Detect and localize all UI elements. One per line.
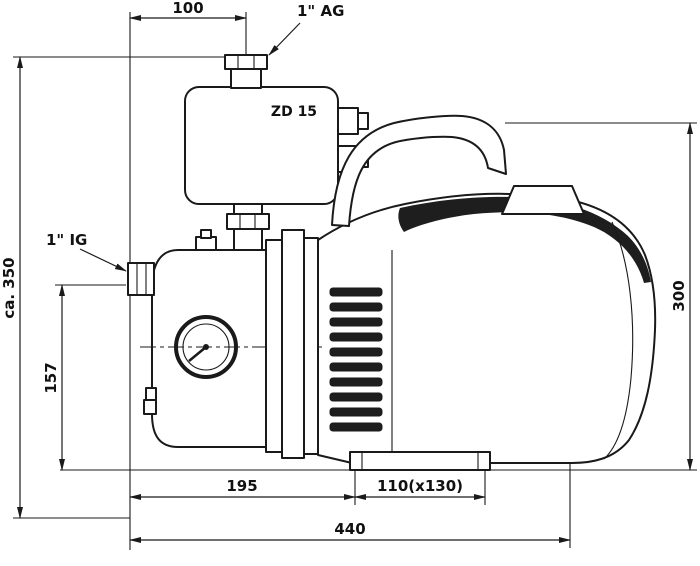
- motor-rear-seam: [603, 221, 634, 460]
- motor-assembly: [317, 185, 657, 471]
- port-label-ag: 1" AG: [297, 2, 344, 20]
- switch-down-pipe: [226, 199, 270, 253]
- dim-label-440: 440: [334, 520, 365, 538]
- gauge-needle: [188, 346, 207, 362]
- pump-head: [127, 229, 322, 448]
- port-label-ig: 1" IG: [46, 231, 87, 249]
- dim-label-110: 110(x130): [377, 477, 463, 495]
- leader-line-ag-port: [268, 22, 301, 56]
- down-pipe-nut: [226, 213, 270, 230]
- carry-handle: [331, 114, 507, 227]
- terminal-cap: [501, 185, 585, 215]
- leader-line-ig-port: [79, 248, 127, 272]
- pump-drawing: ZD 15: [127, 54, 657, 471]
- pressure-switch: ZD 15: [184, 54, 369, 205]
- switch-model-label: ZD 15: [271, 104, 317, 120]
- dim-label-100: 100: [172, 0, 203, 17]
- motor-body: [317, 192, 657, 464]
- dim-label-ca350: ca. 350: [0, 257, 18, 318]
- priming-plug: [195, 236, 217, 252]
- flange-assembly: [265, 229, 319, 459]
- top-port-hex: [224, 54, 268, 70]
- dim-label-300: 300: [670, 280, 688, 311]
- drain-plug: [143, 387, 157, 415]
- inlet-port: [127, 262, 155, 296]
- top-port-nipple: [230, 67, 262, 89]
- dimension-labels: 100 1" AG ca. 350 1" IG 157 300 195 110(…: [0, 0, 688, 538]
- dimension-lines: [17, 15, 693, 543]
- cable-gland-upper: [337, 107, 369, 135]
- vent-slots: [329, 287, 383, 432]
- dim-label-195: 195: [226, 477, 257, 495]
- dim-label-157: 157: [42, 362, 60, 393]
- motor-top-shading: [398, 196, 651, 283]
- mounting-foot: [349, 451, 491, 471]
